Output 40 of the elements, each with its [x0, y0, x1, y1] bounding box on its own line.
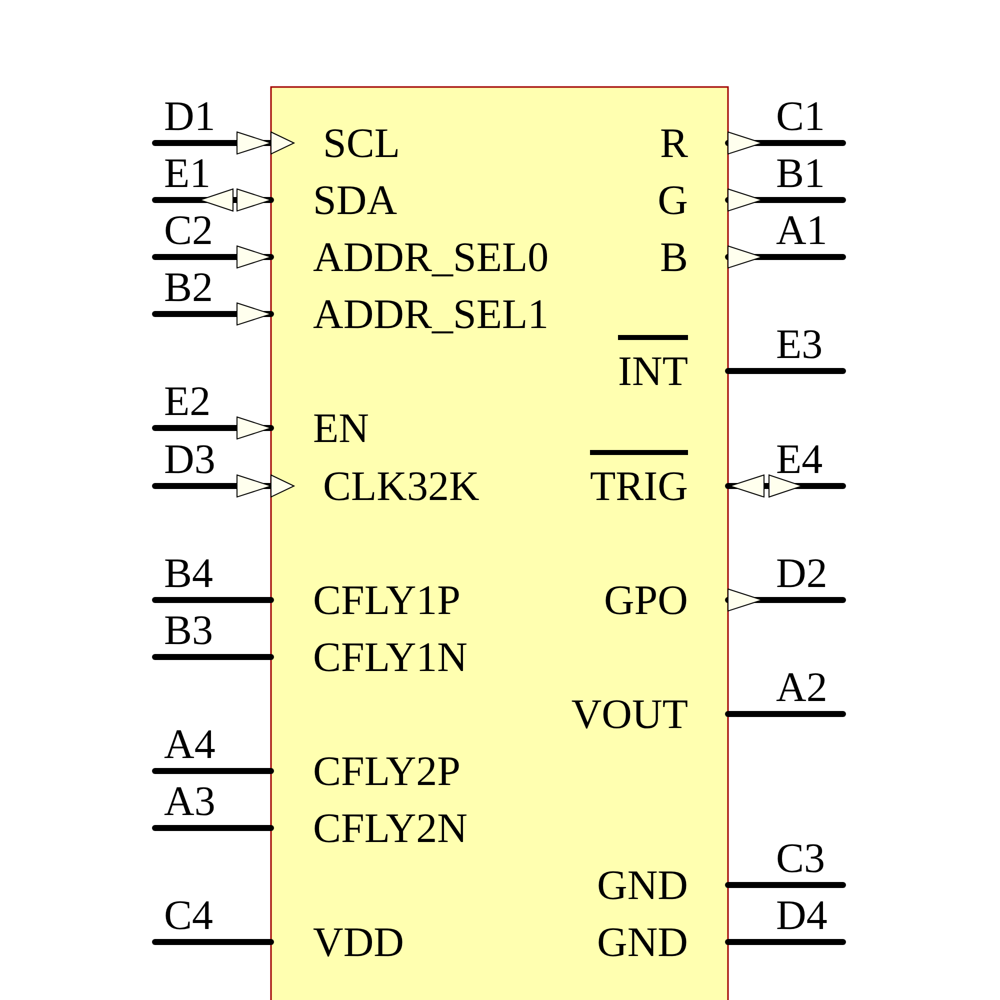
- pin-number: E4: [776, 439, 823, 481]
- pin-name: CLK32K: [323, 466, 480, 508]
- pin-number: D1: [164, 96, 216, 138]
- pin-number: C3: [776, 838, 826, 880]
- pin-number: B4: [164, 553, 214, 595]
- pin-name: SDA: [313, 180, 398, 222]
- pin-name: ADDR_SEL0: [313, 237, 549, 279]
- pin-number: D4: [776, 895, 828, 937]
- pin-name: CFLY1N: [313, 637, 468, 679]
- pin-name: TRIG: [590, 450, 688, 508]
- pin-number: E1: [164, 153, 211, 195]
- pin-name: G: [658, 180, 688, 222]
- pin-name: ADDR_SEL1: [313, 294, 549, 336]
- pin-name: SCL: [323, 123, 400, 165]
- pin-name: GPO: [604, 580, 688, 622]
- pin-name: INT: [618, 335, 688, 393]
- pin-name: EN: [313, 408, 369, 450]
- pin-name: CFLY2N: [313, 808, 468, 850]
- pin-number: B1: [776, 153, 826, 195]
- pin-number: C4: [164, 895, 214, 937]
- pin-number: B2: [164, 267, 214, 309]
- pin-number: C1: [776, 96, 826, 138]
- pin-name: B: [660, 237, 688, 279]
- pin-number: E2: [164, 381, 211, 423]
- pin-number: D3: [164, 439, 216, 481]
- pin-number: A2: [776, 667, 828, 709]
- pin-name: R: [660, 123, 688, 165]
- pin-name: GND: [597, 865, 688, 907]
- pin-number: A3: [164, 781, 216, 823]
- pin-name: CFLY2P: [313, 751, 461, 793]
- pin-number: C2: [164, 210, 214, 252]
- pin-name: VDD: [313, 922, 404, 964]
- pin-name: VOUT: [571, 694, 688, 736]
- pin-number: A1: [776, 210, 828, 252]
- pin-number: D2: [776, 553, 828, 595]
- pin-number: A4: [164, 724, 216, 766]
- pin-name: GND: [597, 922, 688, 964]
- pin-name: CFLY1P: [313, 580, 461, 622]
- pin-number: B3: [164, 610, 214, 652]
- pin-number: E3: [776, 324, 823, 366]
